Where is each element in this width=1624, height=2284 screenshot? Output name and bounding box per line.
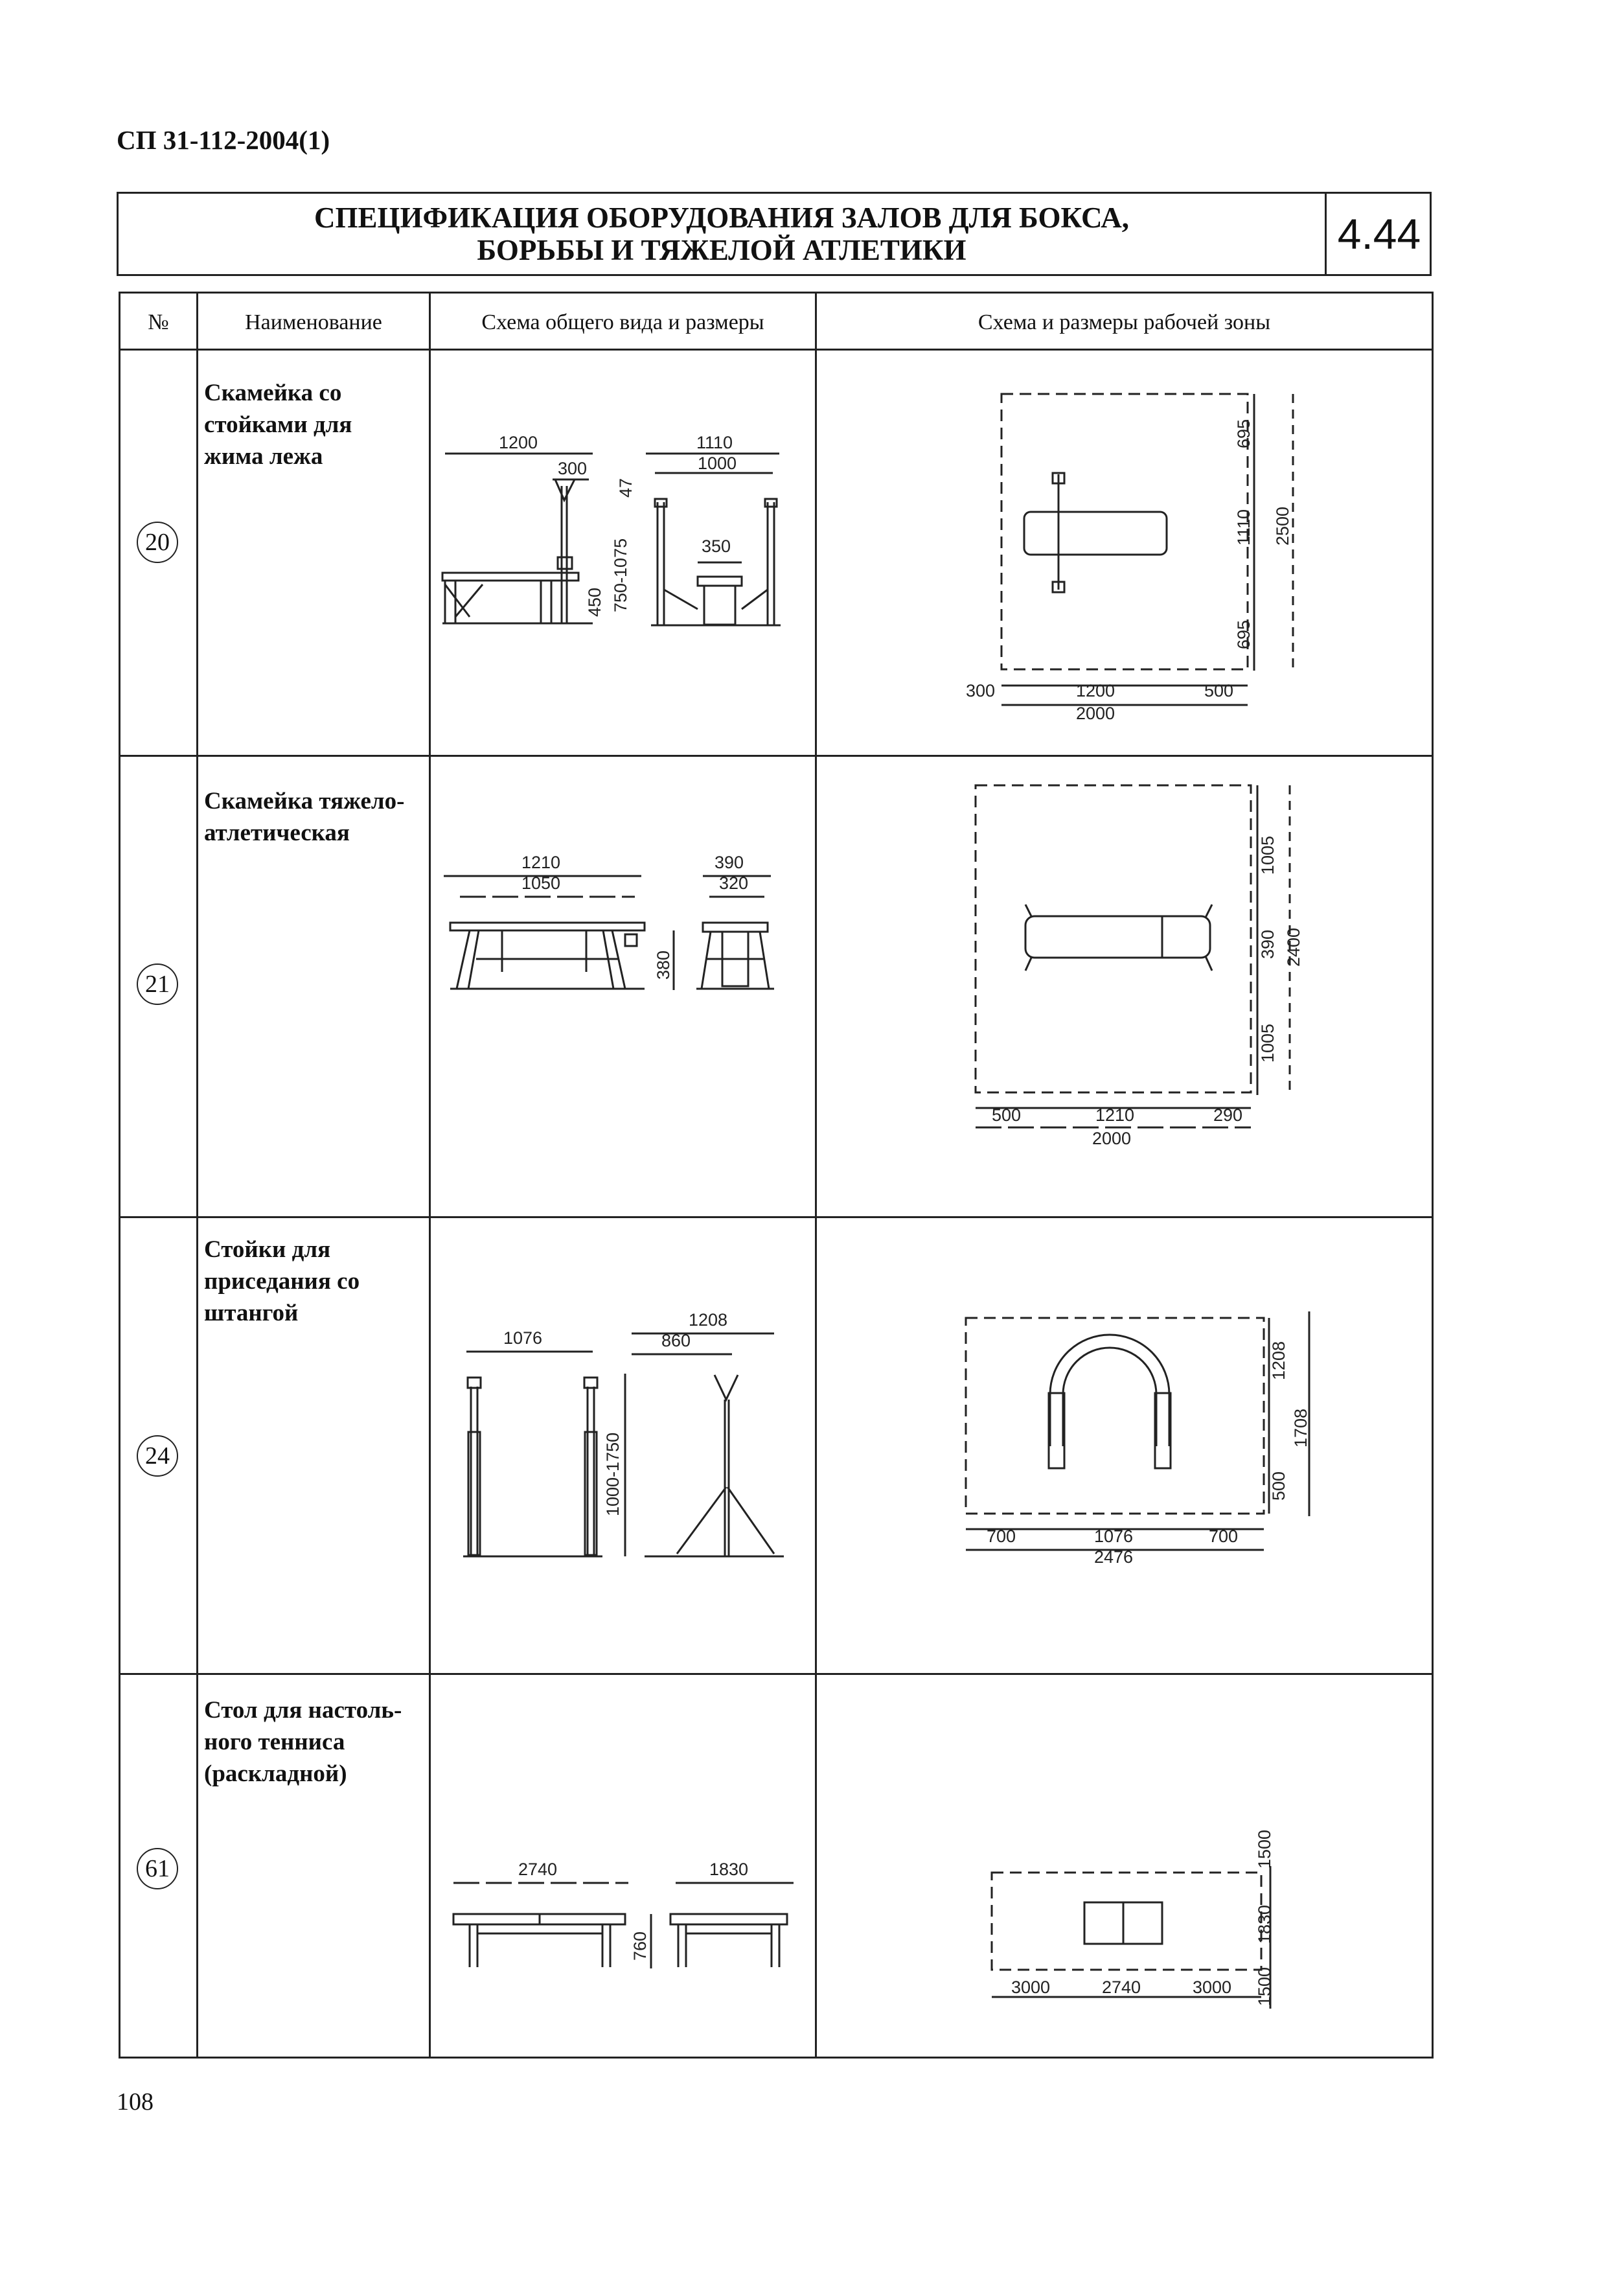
row-name-line: Скамейка со: [204, 380, 342, 406]
document-code: СП 31-112-2004(1): [117, 125, 330, 155]
row-name-line: штангой: [204, 1300, 299, 1326]
dimension-label: 3000: [1011, 1978, 1050, 1997]
dimension-label: 1210: [1095, 1105, 1134, 1125]
squat-racks-workzone-drawing: 1208 1708 500 700 1076 700 2476: [965, 1311, 1310, 1567]
dimension-label: 700: [987, 1527, 1016, 1546]
row-name: Стол для настоль- ного тенниса (раскладн…: [204, 1694, 424, 1790]
dimension-label: 1110: [696, 433, 733, 452]
row-name-line: Стойки для: [204, 1236, 331, 1263]
header-workzone-scheme: Схема и размеры рабочей зоны: [978, 310, 1271, 334]
row-name-line: Скамейка тяжело-: [204, 788, 405, 814]
row-number: 61: [137, 1848, 178, 1889]
dimension-label: 750-1075: [611, 538, 630, 612]
header-no: №: [148, 310, 169, 334]
squat-racks-drawing: 1076 1000-1750 1208 860: [463, 1310, 784, 1558]
row-number: 24: [137, 1435, 178, 1477]
sheet-number: 4.44: [1325, 194, 1432, 274]
dimension-label: 1208: [689, 1310, 727, 1330]
dimension-label: 1500: [1255, 1967, 1274, 2006]
dimension-label: 2500: [1273, 507, 1292, 546]
dimension-label: 390: [715, 853, 744, 872]
dimension-label: 500: [1204, 681, 1233, 700]
dimension-label: 1005: [1258, 836, 1277, 875]
dimension-label: 1208: [1269, 1341, 1288, 1380]
weightlifting-bench-drawing: 1210 1050 380 390 320: [444, 853, 774, 990]
dimension-label: 350: [702, 536, 731, 556]
row-name: Стойки для приседания со штангой: [204, 1234, 424, 1329]
bench-press-bench-drawing: 1200 300 47 450 750-1075 1110 1000 350: [441, 433, 781, 627]
dimension-label: 1110: [1234, 509, 1253, 546]
dimension-label: 695: [1234, 419, 1253, 448]
table-tennis-workzone-drawing: 1500 1830 1500 3000 2740 3000: [990, 1830, 1274, 2009]
dimension-label: 3000: [1193, 1978, 1231, 1997]
dimension-label: 450: [585, 588, 604, 617]
page-number: 108: [117, 2088, 154, 2116]
row-name-line: атлетическая: [204, 820, 350, 846]
dimension-label: 300: [966, 681, 995, 700]
dimension-label: 860: [661, 1331, 691, 1350]
dimension-label: 2740: [1102, 1978, 1141, 1997]
title-line-1: СПЕЦИФИКАЦИЯ ОБОРУДОВАНИЯ ЗАЛОВ ДЛЯ БОКС…: [314, 202, 1129, 234]
dimension-label: 1200: [1076, 681, 1115, 700]
row-name-line: Стол для настоль-: [204, 1697, 402, 1724]
row-name-line: жима лежа: [204, 443, 323, 470]
row-name-line: (раскладной): [204, 1760, 347, 1787]
document-title: СПЕЦИФИКАЦИЯ ОБОРУДОВАНИЯ ЗАЛОВ ДЛЯ БОКС…: [119, 194, 1325, 274]
dimension-label: 1076: [503, 1328, 542, 1348]
row-name: Скамейка тяжело- атлетическая: [204, 785, 424, 849]
row-name: Скамейка со стойками для жима лежа: [204, 377, 424, 472]
title-box: СПЕЦИФИКАЦИЯ ОБОРУДОВАНИЯ ЗАЛОВ ДЛЯ БОКС…: [117, 192, 1432, 276]
dimension-label: 2400: [1284, 928, 1303, 967]
bench-press-workzone-drawing: 695 1110 2500 695 300 1200 500 2000: [966, 393, 1294, 723]
dimension-label: 2000: [1076, 704, 1115, 723]
dimension-label: 500: [992, 1105, 1021, 1125]
dimension-label: 500: [1269, 1471, 1288, 1501]
dimension-label: 1005: [1258, 1024, 1277, 1063]
dimension-label: 1076: [1094, 1527, 1133, 1546]
dimension-label: 47: [616, 478, 635, 498]
dimension-label: 2476: [1094, 1547, 1133, 1567]
dimension-label: 1830: [1255, 1905, 1274, 1944]
dimension-label: 1000-1750: [603, 1433, 623, 1516]
dimension-label: 700: [1209, 1527, 1238, 1546]
row-name-line: стойками для: [204, 411, 352, 438]
dimension-label: 2000: [1092, 1129, 1131, 1148]
row-number: 21: [137, 963, 178, 1005]
dimension-label: 1830: [709, 1860, 748, 1879]
dimension-label: 1200: [499, 433, 538, 452]
weightlifting-bench-workzone-drawing: 1005 390 2400 1005 500 1210 290 2000: [974, 784, 1303, 1148]
table-tennis-table-drawing: 2740 760 1830: [452, 1860, 794, 1968]
dimension-label: 300: [558, 459, 587, 478]
row-name-line: приседания со: [204, 1268, 360, 1295]
dimension-label: 695: [1234, 620, 1253, 649]
dimension-label: 1708: [1291, 1409, 1310, 1448]
title-line-2: БОРЬБЫ И ТЯЖЕЛОЙ АТЛЕТИКИ: [477, 234, 966, 266]
dimension-label: 1050: [521, 873, 560, 893]
dimension-label: 380: [654, 951, 673, 980]
header-general-scheme: Схема общего вида и размеры: [481, 310, 764, 334]
row-number: 20: [137, 522, 178, 563]
dimension-label: 320: [719, 873, 748, 893]
dimension-label: 290: [1213, 1105, 1242, 1125]
header-name: Наименование: [245, 310, 382, 334]
dimension-label: 1000: [698, 454, 737, 473]
dimension-label: 760: [630, 1932, 650, 1961]
row-name-line: ного тенниса: [204, 1729, 345, 1755]
dimension-label: 390: [1258, 930, 1277, 959]
dimension-label: 1500: [1255, 1830, 1274, 1869]
dimension-label: 1210: [521, 853, 560, 872]
dimension-label: 2740: [518, 1860, 557, 1879]
